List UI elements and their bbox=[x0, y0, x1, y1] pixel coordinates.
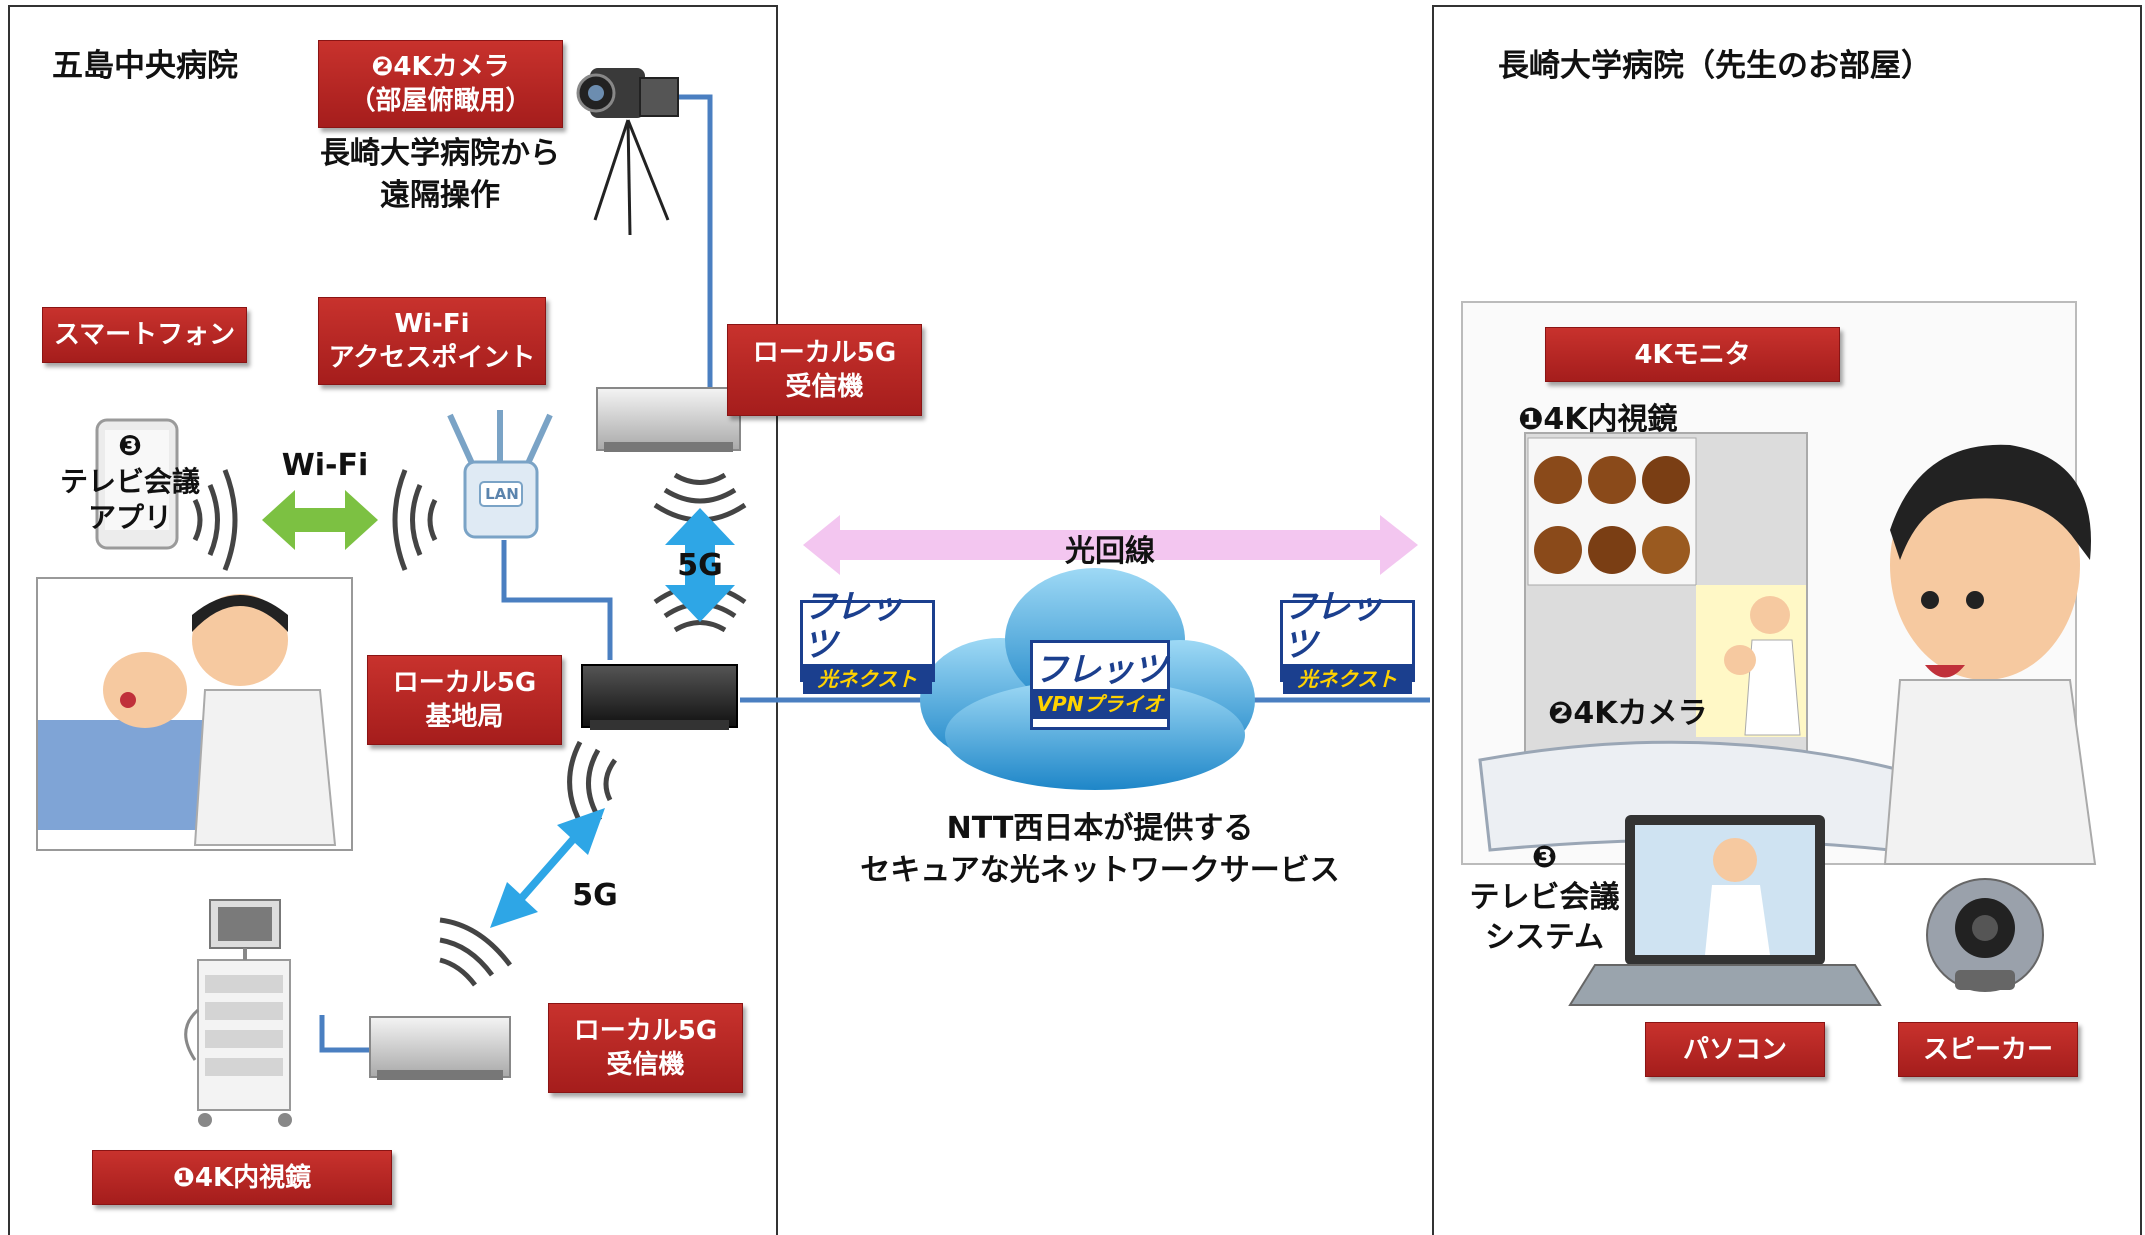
local5g-base-station-label: ローカル5G 基地局 bbox=[367, 655, 562, 745]
speaker-label: スピーカー bbox=[1898, 1022, 2078, 1077]
flets-logo-text-right: フレッツ bbox=[1283, 587, 1383, 665]
tv-app-number: ❸ bbox=[118, 429, 142, 462]
flets-vpn-text: VPNプライオ bbox=[1033, 689, 1167, 719]
flets-vpn-logo: フレッツ VPNプライオ bbox=[1030, 640, 1170, 730]
5g-label-lower: 5G bbox=[572, 878, 618, 913]
network-caption: NTT西日本が提供する セキュアな光ネットワークサービス bbox=[850, 808, 1350, 892]
receiver-bottom-label-line1: ローカル5G bbox=[573, 1016, 718, 1046]
camera-caption-line1: 長崎大学病院から bbox=[320, 136, 560, 171]
camera-caption: 長崎大学病院から 遠隔操作 bbox=[300, 133, 580, 217]
network-caption-line1: NTT西日本が提供する bbox=[946, 811, 1254, 846]
screen-camera-label: ❷4Kカメラ bbox=[1548, 696, 1708, 731]
lan-label: LAN bbox=[485, 485, 519, 503]
wifi-arrow bbox=[262, 490, 378, 550]
network-caption-line2: セキュアな光ネットワークサービス bbox=[860, 853, 1340, 888]
remote-doctor-illustration bbox=[1478, 444, 2097, 865]
video-camera-icon bbox=[576, 68, 679, 236]
network-cables bbox=[319, 94, 1430, 1053]
wifi-link-label: Wi-Fi bbox=[281, 448, 369, 483]
tv-conference-app-label: ❸ テレビ会議 アプリ bbox=[50, 428, 210, 536]
4k-camera-label: ❷4Kカメラ （部屋俯瞰用） bbox=[318, 40, 563, 128]
tv-app-line3: アプリ bbox=[87, 501, 172, 534]
local5g-receiver-top-label: ローカル5G 受信機 bbox=[727, 324, 922, 416]
receiver-top-label-line2: 受信機 bbox=[785, 372, 864, 402]
receiver-bottom-label-line2: 受信機 bbox=[606, 1050, 685, 1080]
tv-system-line2: テレビ会議 bbox=[1469, 880, 1620, 915]
4k-monitor-label: 4Kモニタ bbox=[1545, 327, 1840, 382]
tv-system-line3: システム bbox=[1484, 920, 1605, 955]
pc-label: パソコン bbox=[1645, 1022, 1825, 1077]
endoscope-thumbnails bbox=[1534, 456, 1690, 574]
flets-hikari-next-logo-left: フレッツ 光ネクスト bbox=[800, 588, 935, 694]
smartphone-label: スマートフォン bbox=[42, 307, 247, 363]
local5g-receiver-bottom-label: ローカル5G 受信機 bbox=[548, 1003, 743, 1093]
tv-conference-system-label: ❸ テレビ会議 システム bbox=[1462, 838, 1627, 958]
5g-arrow-vertical bbox=[665, 508, 735, 622]
right-site-title: 長崎大学病院（先生のお部屋） bbox=[1498, 48, 1932, 84]
4k-camera-label-line2: （部屋俯瞰用） bbox=[349, 86, 532, 116]
flets-vpn-logo-text: フレッツ bbox=[1034, 650, 1167, 690]
fiber-line-arrow bbox=[803, 515, 1418, 575]
conference-speaker-icon bbox=[1926, 878, 2044, 992]
fiber-line-label: 光回線 bbox=[1065, 534, 1155, 569]
5g-label-upper: 5G bbox=[677, 548, 723, 583]
screen-endoscope-label: ❶4K内視鏡 bbox=[1518, 402, 1678, 437]
4k-camera-label-line1: ❷4Kカメラ bbox=[371, 52, 510, 82]
local5g-base-station-icon bbox=[581, 664, 738, 730]
flets-hikari-text-right: 光ネクスト bbox=[1283, 664, 1412, 694]
local5g-receiver-top-icon bbox=[596, 387, 741, 452]
endoscope-cart-icon bbox=[184, 899, 292, 1127]
smartphone-icon bbox=[95, 418, 179, 550]
tv-app-line2: テレビ会議 bbox=[59, 465, 200, 498]
base-station-label-line2: 基地局 bbox=[425, 702, 504, 732]
receiver-top-label-line1: ローカル5G bbox=[752, 338, 897, 368]
laptop-icon bbox=[1568, 815, 1882, 1006]
wifi-access-point-icon bbox=[447, 410, 553, 539]
camera-caption-line2: 遠隔操作 bbox=[380, 178, 500, 213]
wifi-ap-label-line2: アクセスポイント bbox=[328, 343, 536, 373]
wifi-ap-label-line1: Wi-Fi bbox=[394, 309, 470, 339]
base-station-label-line1: ローカル5G bbox=[392, 668, 537, 698]
flets-logo-text: フレッツ bbox=[803, 587, 903, 665]
patient-exam-illustration bbox=[36, 577, 353, 851]
flets-hikari-next-logo-right: フレッツ 光ネクスト bbox=[1280, 588, 1415, 694]
tv-system-number: ❸ bbox=[1531, 840, 1558, 875]
left-site-title: 五島中央病院 bbox=[52, 48, 238, 84]
flets-hikari-text: 光ネクスト bbox=[803, 664, 932, 694]
camera-view-thumbnail bbox=[1696, 585, 1806, 737]
4k-endoscope-label: ❶4K内視鏡 bbox=[92, 1150, 392, 1205]
wifi-access-point-label: Wi-Fi アクセスポイント bbox=[318, 297, 546, 385]
5g-arrow-diagonal bbox=[490, 808, 605, 928]
local5g-receiver-bottom-icon bbox=[369, 1016, 511, 1080]
